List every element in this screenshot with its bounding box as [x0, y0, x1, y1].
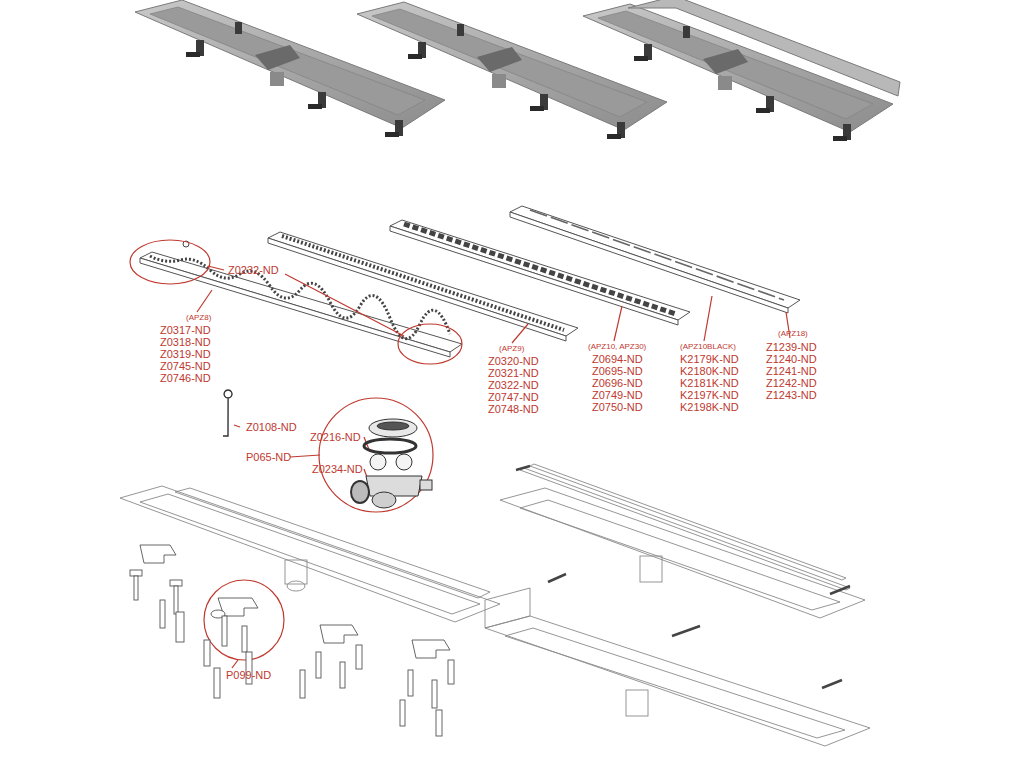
part-number: P065-ND	[246, 451, 291, 463]
part-number: Z1240-ND	[766, 353, 817, 365]
part-number: K2198K-ND	[680, 401, 739, 413]
part-number: Z0749-ND	[592, 389, 643, 401]
model-label: (APZ8)	[186, 314, 211, 323]
part-number: Z0234-ND	[312, 463, 363, 475]
part-number: Z0695-ND	[592, 365, 643, 377]
part-number: K2181K-ND	[680, 377, 739, 389]
part-number: P099-ND	[226, 669, 271, 681]
part-number: Z0318-ND	[160, 336, 211, 348]
part-number: Z0694-ND	[592, 353, 643, 365]
part-number: Z0319-ND	[160, 348, 211, 360]
part-number: Z0108-ND	[246, 421, 297, 433]
part-number: Z0746-ND	[160, 372, 211, 384]
part-number: Z0745-ND	[160, 360, 211, 372]
model-label: (APZ9)	[499, 345, 524, 354]
part-number: Z0320-ND	[488, 355, 539, 367]
part-number: Z1243-ND	[766, 389, 817, 401]
part-number: Z0317-ND	[160, 324, 211, 336]
part-number: Z0750-ND	[592, 401, 643, 413]
part-number: Z0232-ND	[228, 264, 279, 276]
part-number: Z0321-ND	[488, 367, 539, 379]
part-number: K2197K-ND	[680, 389, 739, 401]
part-number: Z0748-ND	[488, 403, 539, 415]
part-number: Z1241-ND	[766, 365, 817, 377]
part-number: Z0696-ND	[592, 377, 643, 389]
model-label: (APZ18)	[778, 330, 808, 339]
part-number: Z0747-ND	[488, 391, 539, 403]
part-number: K2180K-ND	[680, 365, 739, 377]
part-number: Z1239-ND	[766, 341, 817, 353]
part-number: Z0322-ND	[488, 379, 539, 391]
part-number: K2179K-ND	[680, 353, 739, 365]
part-number: Z0216-ND	[310, 431, 361, 443]
part-number: Z1242-ND	[766, 377, 817, 389]
model-label: (APZ10, APZ30)	[588, 343, 646, 352]
model-label: (APZ10BLACK)	[680, 343, 736, 352]
